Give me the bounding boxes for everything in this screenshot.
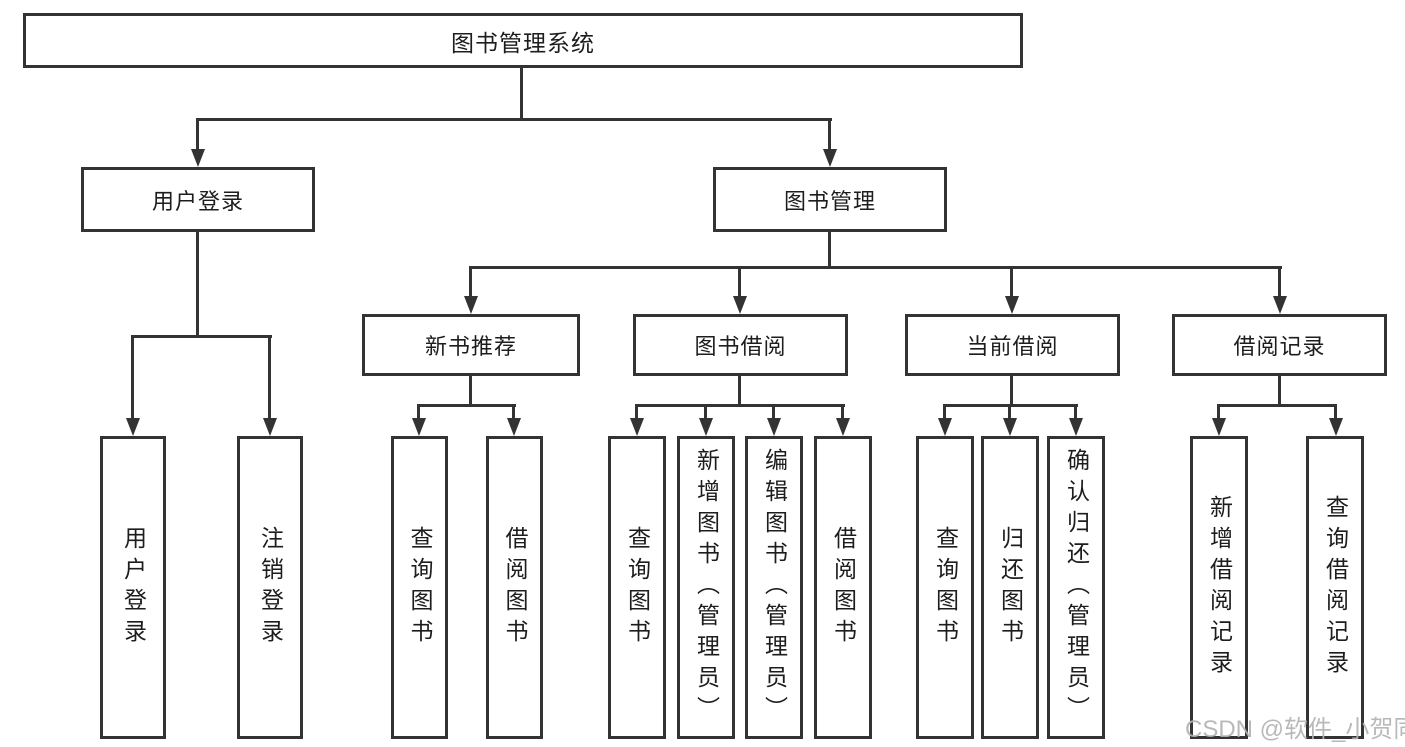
leaf-label: 借阅图书	[502, 525, 528, 650]
node-label: 借阅记录	[1233, 334, 1326, 359]
leaf-cb-return-books: 归还图书	[981, 436, 1039, 739]
node-label: 图书管理系统	[451, 29, 595, 56]
connector-line	[131, 335, 134, 418]
connector-line	[1278, 376, 1281, 407]
csdn-watermark: CSDN @软件_小贺同学	[1185, 716, 1405, 743]
node-label: 新书推荐	[424, 334, 517, 359]
leaf-label: 借阅图书	[830, 525, 857, 650]
connector-line	[943, 404, 946, 418]
leaf-bb-query-books: 查询图书	[608, 436, 666, 739]
arrow-down-icon	[263, 418, 277, 436]
node-user-login: 用户登录	[81, 167, 315, 232]
node-label: 用户登录	[151, 188, 244, 214]
leaf-bb-add-books-admin: 新增图书（管理员）	[677, 436, 735, 739]
connector-line	[1334, 404, 1337, 418]
leaf-nbr-borrow-books: 借阅图书	[486, 436, 543, 739]
leaf-bb-edit-books-admin: 编辑图书（管理员）	[745, 436, 803, 739]
arrow-down-icon	[767, 418, 781, 436]
connector-line	[268, 335, 271, 418]
leaf-label: 编辑图书（管理员）	[761, 448, 788, 727]
connector-line	[1217, 404, 1337, 407]
leaf-label: 归还图书	[997, 525, 1024, 650]
arrow-down-icon	[836, 418, 850, 436]
leaf-logout-login: 注销登录	[237, 436, 303, 739]
connector-line	[1010, 376, 1013, 407]
arrow-down-icon	[699, 418, 713, 436]
leaf-label: 查询图书	[932, 525, 959, 650]
connector-line	[469, 376, 472, 407]
leaf-br-query-borrow-record: 查询借阅记录	[1306, 436, 1364, 739]
arrow-down-icon	[630, 418, 644, 436]
arrow-down-icon	[1003, 418, 1017, 436]
arrow-down-icon	[938, 418, 952, 436]
connector-line	[520, 68, 523, 121]
leaf-label: 查询借阅记录	[1322, 494, 1349, 681]
leaf-label: 新增借阅记录	[1206, 494, 1233, 681]
arrow-down-icon	[1273, 296, 1287, 314]
arrow-down-icon	[1329, 418, 1343, 436]
connector-line	[1074, 404, 1077, 418]
connector-line	[417, 404, 420, 418]
connector-line	[196, 118, 832, 121]
connector-line	[417, 404, 516, 407]
connector-line	[469, 266, 1282, 269]
connector-line	[772, 404, 775, 418]
connector-line	[469, 266, 472, 296]
arrow-down-icon	[733, 296, 747, 314]
connector-line	[738, 266, 741, 296]
arrow-down-icon	[412, 418, 426, 436]
arrow-down-icon	[507, 418, 521, 436]
connector-line	[635, 404, 638, 418]
leaf-label: 注销登录	[257, 525, 284, 650]
arrow-down-icon	[464, 296, 478, 314]
leaf-label: 查询图书	[624, 525, 651, 650]
arrow-down-icon	[1005, 296, 1019, 314]
connector-line	[738, 376, 741, 407]
node-book-borrowing: 图书借阅	[633, 314, 848, 376]
node-label: 图书借阅	[694, 334, 787, 359]
node-label: 当前借阅	[966, 334, 1059, 359]
arrow-down-icon	[191, 149, 205, 167]
leaf-cb-confirm-return-admin: 确认归还（管理员）	[1047, 436, 1105, 739]
connector-line	[1217, 404, 1220, 418]
leaf-bb-borrow-books: 借阅图书	[814, 436, 872, 739]
node-current-borrowing: 当前借阅	[905, 314, 1120, 376]
connector-line	[828, 118, 831, 149]
leaf-nbr-query-books: 查询图书	[391, 436, 448, 739]
leaf-label: 查询图书	[407, 525, 433, 650]
leaf-cb-query-books: 查询图书	[916, 436, 974, 739]
connector-line	[1010, 266, 1013, 296]
connector-line	[841, 404, 844, 418]
arrow-down-icon	[1069, 418, 1083, 436]
connector-line	[1008, 404, 1011, 418]
connector-line	[828, 232, 831, 268]
connector-line	[635, 404, 845, 407]
leaf-label: 确认归还（管理员）	[1063, 448, 1090, 727]
connector-line	[196, 118, 199, 149]
leaf-br-add-borrow-record: 新增借阅记录	[1190, 436, 1248, 739]
node-library-management-system: 图书管理系统	[23, 13, 1023, 68]
node-new-book-recommend: 新书推荐	[362, 314, 580, 376]
node-label: 图书管理	[783, 188, 876, 214]
connector-line	[196, 232, 199, 337]
connector-line	[131, 335, 272, 338]
arrow-down-icon	[1212, 418, 1226, 436]
connector-line	[512, 404, 515, 418]
arrow-down-icon	[126, 418, 140, 436]
node-borrow-records: 借阅记录	[1172, 314, 1387, 376]
leaf-label: 用户登录	[120, 525, 147, 650]
connector-line	[1278, 266, 1281, 296]
arrow-down-icon	[823, 149, 837, 167]
leaf-label: 新增图书（管理员）	[693, 448, 720, 727]
node-book-management: 图书管理	[713, 167, 947, 232]
leaf-user-login: 用户登录	[100, 436, 166, 739]
connector-line	[704, 404, 707, 418]
